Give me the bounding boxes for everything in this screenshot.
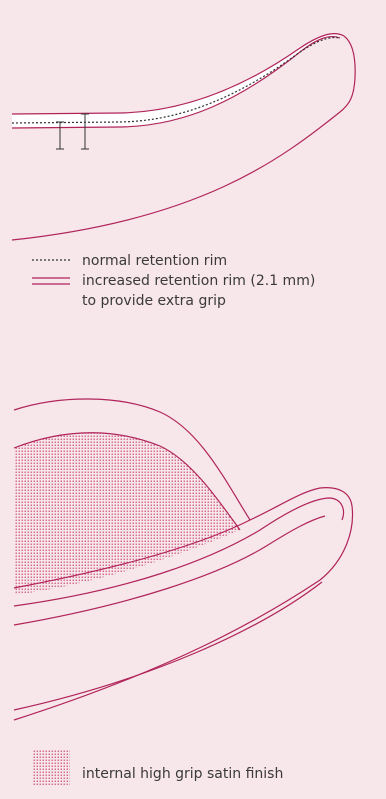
legend-increased-rim-note: to provide extra grip [82,293,226,309]
rim-depth-marker-increased [81,113,89,150]
bottom-rim-line-inner [13,515,326,626]
satin-finish-region [14,432,240,595]
top-figure [11,33,356,285]
normal-retention-rim-line [11,36,341,124]
legend-normal-rim-label: normal retention rim [82,253,228,269]
bottom-figure [13,398,354,786]
bottom-rim-line-lower [13,497,345,607]
outer-body-outline [11,35,356,241]
legend-satin-label: internal high grip satin finish [82,766,284,782]
outer-shell-top [13,398,354,721]
legend-increased-rim-label: increased retention rim (2.1 mm) [82,273,316,289]
rim-outer-line [11,33,345,115]
rim-depth-marker-normal [56,121,64,150]
inner-cavity-outline [13,432,241,531]
bottom-rim-line-upper [13,519,251,589]
legend-double-line-swatch [32,277,70,285]
rim-inner-line [11,35,341,129]
retention-rim-band [12,34,343,128]
legend-satin-swatch [32,750,70,786]
bottom-body-lower [13,581,323,711]
